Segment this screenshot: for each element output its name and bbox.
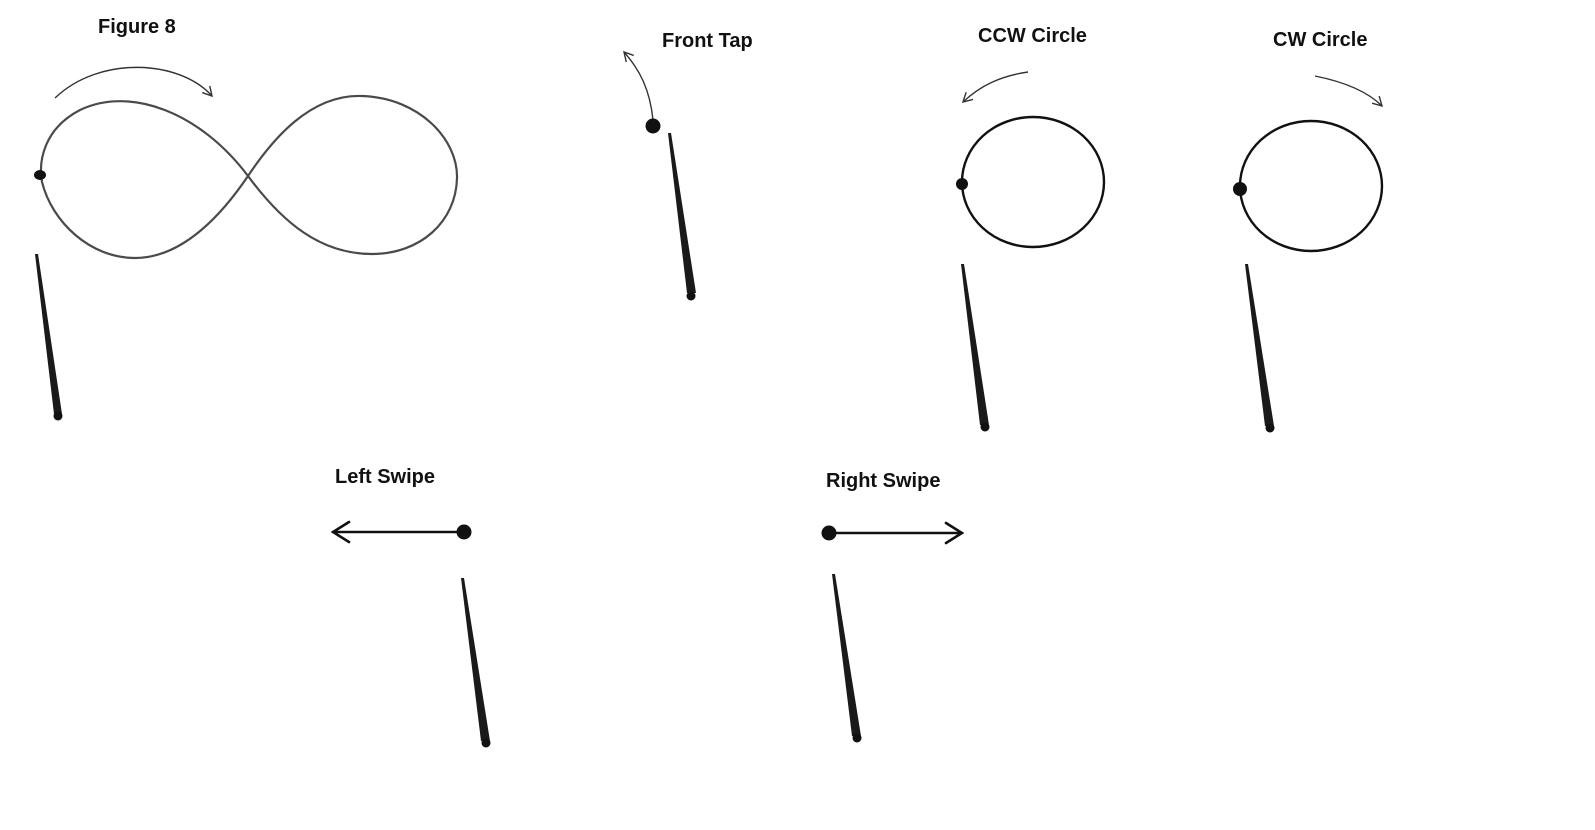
left-swipe-wand-icon [461, 578, 490, 741]
front-tap-motion-arrow-icon [623, 50, 654, 121]
right-swipe-wand-icon [832, 574, 861, 736]
left-swipe-start-point-dot [456, 524, 472, 540]
ccw-circle-motion-arrow-icon [961, 71, 1029, 103]
front-tap-label: Front Tap [662, 30, 753, 52]
front-tap-start-point-dot [645, 118, 661, 134]
ccw-circle-start-point-dot [956, 178, 968, 190]
cw-circle-path [1238, 119, 1384, 253]
ccw-circle-gesture [956, 71, 1106, 432]
ccw-circle-wand-icon [961, 264, 989, 425]
cw-circle-label: CW Circle [1273, 29, 1368, 51]
right-swipe-label: Right Swipe [826, 470, 941, 492]
cw-circle-motion-arrow-icon [1314, 75, 1384, 108]
figure-8-path [39, 94, 459, 260]
cw-circle-wand-icon [1245, 264, 1274, 426]
cw-circle-gesture [1233, 75, 1384, 433]
figure-8-label: Figure 8 [98, 16, 176, 38]
ccw-circle-path [960, 115, 1106, 249]
figure-8-gesture [34, 66, 459, 421]
figure-8-motion-arrow-icon [54, 66, 213, 99]
front-tap-gesture [623, 50, 696, 301]
figure-8-wand-icon [35, 254, 62, 414]
left-swipe-gesture [333, 525, 491, 748]
front-tap-wand-icon [668, 133, 696, 293]
ccw-circle-label: CCW Circle [978, 25, 1087, 47]
right-swipe-start-point-dot [821, 525, 837, 541]
right-swipe-gesture [821, 525, 963, 743]
figure-8-start-point-dot [34, 170, 46, 180]
left-swipe-label: Left Swipe [335, 466, 436, 488]
cw-circle-start-point-dot [1233, 182, 1247, 196]
